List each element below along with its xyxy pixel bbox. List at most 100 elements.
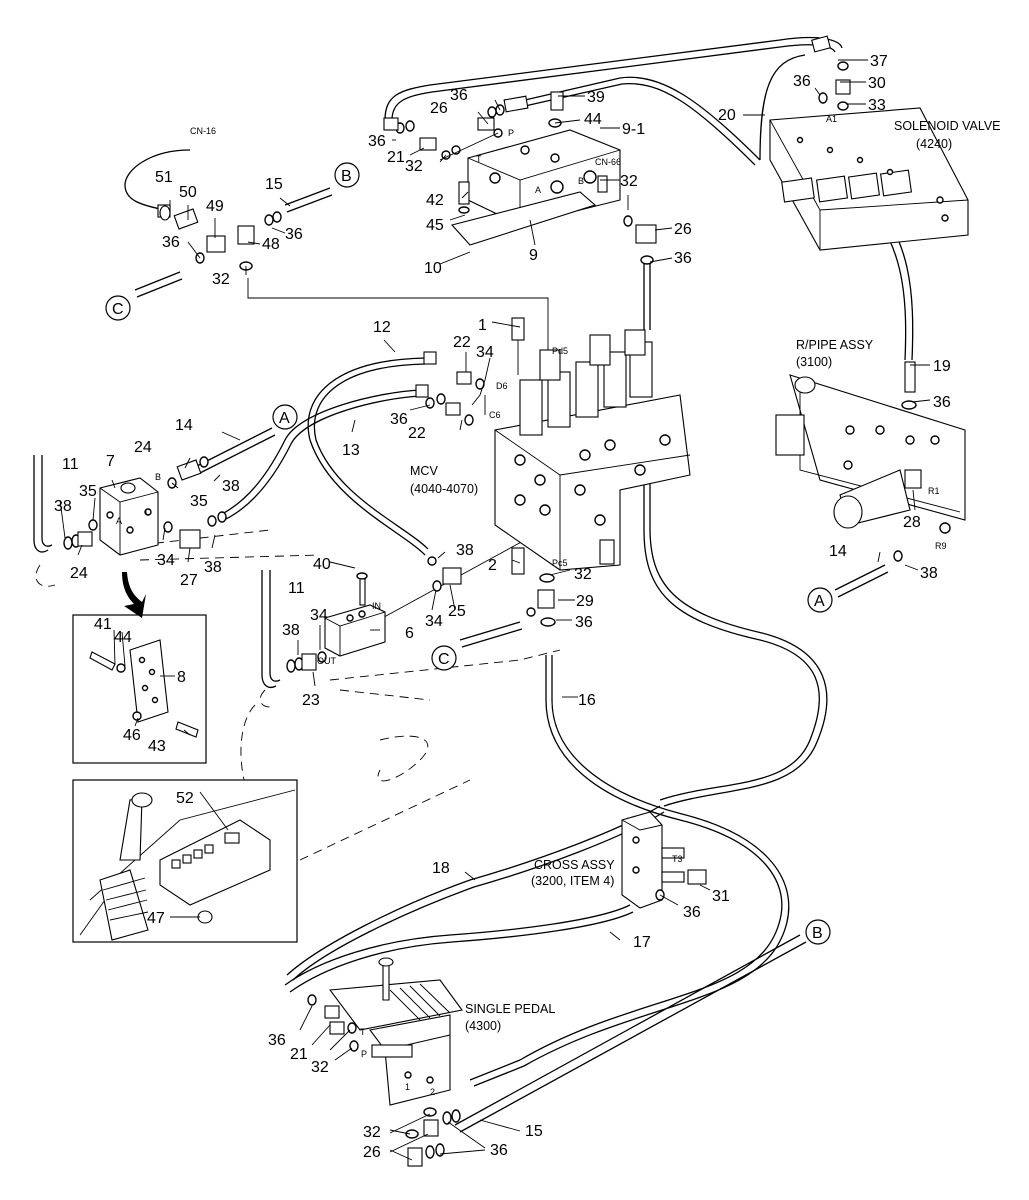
- label-cross-assy: CROSS ASSY: [534, 858, 615, 872]
- part-23: 23: [302, 692, 320, 709]
- leader-lines: [59, 59, 931, 1161]
- part-8: 8: [177, 669, 186, 686]
- part-11-left: 11: [62, 456, 79, 473]
- part-1: 1: [478, 317, 487, 334]
- ref-c-mid: C: [438, 651, 450, 668]
- part-17: 17: [633, 934, 651, 951]
- part-14-left: 14: [175, 417, 193, 434]
- circle-references: B C A C A B: [105, 162, 833, 945]
- ref-a-left: A: [279, 410, 290, 427]
- port-pc5: Pc5: [552, 558, 568, 568]
- part-14-right: 14: [829, 543, 847, 560]
- part-40: 40: [313, 556, 331, 573]
- part-35-b: 35: [190, 493, 208, 510]
- label-rpipe-assy-ref: (3100): [796, 355, 832, 369]
- part-30: 30: [868, 75, 886, 92]
- part-36-right: 36: [674, 250, 692, 267]
- part-13: 13: [342, 442, 360, 459]
- part-numbers: 37 30 36 33 20 39 44 9-1 36 26 36 21 32 …: [54, 53, 951, 1161]
- part-45: 45: [426, 217, 444, 234]
- label-single-pedal: SINGLE PEDAL: [465, 1002, 555, 1016]
- part-38-top: 38: [222, 478, 240, 495]
- port-b7: B: [155, 472, 161, 482]
- part-28: 28: [903, 514, 921, 531]
- valve-block-9: [450, 129, 621, 246]
- port-a1: A1: [826, 114, 837, 124]
- part-48: 48: [262, 236, 280, 253]
- part-32-pedal: 32: [311, 1059, 329, 1076]
- part-32-bottom: 32: [363, 1124, 381, 1141]
- part-44-inset: 44: [114, 629, 132, 646]
- port-c6: C6: [489, 410, 501, 420]
- cabin-inset-box: [72, 779, 298, 943]
- label-mcv-ref: (4040-4070): [410, 482, 478, 496]
- part-24-top: 24: [134, 439, 152, 456]
- port-r9: R9: [935, 541, 947, 551]
- part-36-cross: 36: [683, 904, 701, 921]
- ref-a-right: A: [814, 593, 825, 610]
- part-41: 41: [94, 616, 112, 633]
- ref-b-top: B: [341, 168, 352, 185]
- port-p-pedal: P: [361, 1049, 367, 1059]
- part-26-bottom: 26: [363, 1144, 381, 1161]
- part-36-bottom: 36: [490, 1142, 508, 1159]
- part-36-pedal: 36: [268, 1032, 286, 1049]
- part-38-right: 38: [920, 565, 938, 582]
- inset-arrow: [122, 572, 146, 618]
- assembly-labels: SOLENOID VALVE (4240) R/PIPE ASSY (3100)…: [190, 119, 1001, 1033]
- part-7: 7: [106, 453, 115, 470]
- port-a: A: [535, 185, 541, 195]
- part-34-6: 34: [310, 607, 328, 624]
- label-cross-assy-ref: (3200, ITEM 4): [531, 874, 614, 888]
- part-36-left: 36: [368, 133, 386, 150]
- part-32-left: 32: [212, 271, 230, 288]
- part-47: 47: [147, 910, 165, 927]
- part-33: 33: [868, 97, 886, 114]
- part-49: 49: [206, 198, 224, 215]
- part-34-block7: 34: [157, 552, 175, 569]
- part-26-block: 26: [430, 100, 448, 117]
- part-27: 27: [180, 572, 198, 589]
- part-38-block7: 38: [204, 559, 222, 576]
- part-37: 37: [870, 53, 888, 70]
- part-36-48: 36: [285, 226, 303, 243]
- label-single-pedal-ref: (4300): [465, 1019, 501, 1033]
- port-pd5: Pd5: [552, 346, 568, 356]
- port-t-pedal: T: [360, 1027, 366, 1037]
- part-16: 16: [578, 692, 596, 709]
- part-32-top: 32: [405, 158, 423, 175]
- part-34-top: 34: [476, 344, 494, 361]
- part-36-cn: 36: [162, 234, 180, 251]
- part-38-6: 38: [282, 622, 300, 639]
- part-26-right: 26: [674, 221, 692, 238]
- port-out: OUT: [317, 656, 337, 666]
- port-labels: A1 P T A B Pd5 D6 C6 R1 R9 B A C Pc5 IN …: [116, 114, 947, 1097]
- part-15-top: 15: [265, 176, 283, 193]
- solenoid-valve: [769, 107, 969, 251]
- part-25: 25: [448, 603, 466, 620]
- label-solenoid-valve-ref: (4240): [916, 137, 952, 151]
- part-29: 29: [576, 593, 594, 610]
- part-36-mcv: 36: [390, 411, 408, 428]
- mcv-valve: [494, 317, 691, 575]
- part-36-rp: 36: [933, 394, 951, 411]
- port-c7: C: [145, 507, 152, 517]
- part-39: 39: [587, 89, 605, 106]
- part-12: 12: [373, 319, 391, 336]
- label-cn66: CN-66: [595, 157, 621, 167]
- single-pedal: [328, 957, 463, 1106]
- port-d6: D6: [496, 381, 508, 391]
- port-2-pedal: 2: [430, 1087, 435, 1097]
- part-10: 10: [424, 260, 442, 277]
- part-42: 42: [426, 192, 444, 209]
- part-31: 31: [712, 888, 730, 905]
- block-6: [324, 604, 386, 657]
- part-35-a: 35: [79, 483, 97, 500]
- part-46: 46: [123, 727, 141, 744]
- label-solenoid-valve: SOLENOID VALVE: [894, 119, 1001, 133]
- label-mcv: MCV: [410, 464, 438, 478]
- part-34-25: 34: [425, 613, 443, 630]
- part-15-bottom: 15: [525, 1123, 543, 1140]
- part-24-bottom: 24: [70, 565, 88, 582]
